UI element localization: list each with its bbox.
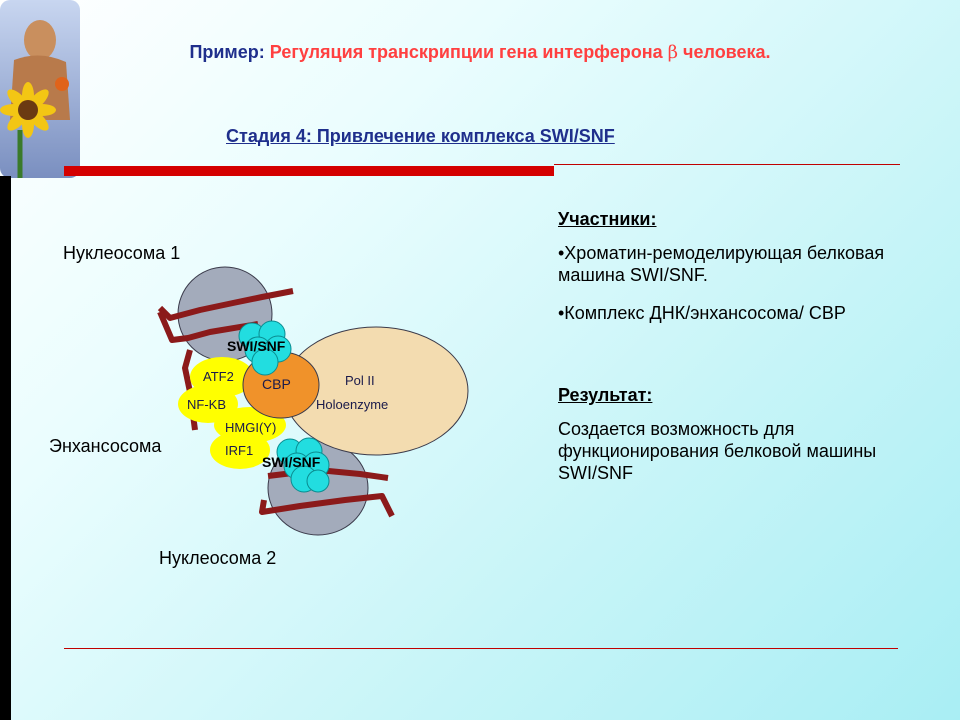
- title-divider-thin: [554, 164, 900, 165]
- left-vertical-bar: [0, 176, 11, 720]
- enhanceosome-irf1: [210, 431, 270, 469]
- swi-snf-bottom-cluster: [276, 437, 330, 493]
- title-divider-thick: [64, 166, 554, 176]
- stage-title[interactable]: Стадия 4: Привлечение комплекса SWI/SNF: [226, 126, 615, 146]
- result-text: Создается возможность для функционирован…: [558, 419, 877, 483]
- nucleosome-2-label: Нуклеосома 2: [159, 548, 277, 568]
- title-beta-symbol: β: [667, 42, 679, 63]
- swi-snf-top-label: SWI/SNF: [227, 338, 286, 354]
- title-prefix: Пример:: [189, 42, 265, 62]
- dna-strand-upper-loop: [157, 310, 259, 343]
- dna-strand-bottom-2: [259, 493, 395, 518]
- atf2-label: ATF2: [203, 369, 234, 384]
- irf1-label: IRF1: [225, 443, 254, 458]
- result-heading: Результат:: [558, 385, 653, 405]
- participant-item-1: •Хроматин-ремоделирующая белковая машина…: [558, 243, 885, 285]
- swi-snf-top-cluster: [238, 320, 292, 376]
- title-suffix: человека.: [683, 42, 771, 62]
- nucleosome-1-label: Нуклеосома 1: [63, 243, 181, 263]
- bottom-divider: [64, 648, 898, 649]
- nfkb-label: NF-KB: [187, 397, 226, 412]
- pol-ii-label-line1: Pol II: [345, 373, 375, 388]
- dna-strand-top: [157, 288, 294, 321]
- title-main: Регуляция транскрипции гена интерферона: [269, 42, 663, 62]
- participants-heading: Участники:: [558, 209, 657, 229]
- slide-title: Пример: Регуляция транскрипции гена инте…: [0, 42, 960, 63]
- info-panel: Участники: •Хроматин-ремоделирующая белк…: [558, 208, 948, 484]
- enhanceosome-label: Энхансосома: [49, 436, 162, 456]
- pol-ii-label-line2: Holoenzyme: [316, 397, 389, 412]
- hmgi-label: HMGI(Y): [225, 420, 277, 435]
- sunflower-person-logo: [0, 0, 80, 178]
- cbp-label: CBP: [262, 376, 291, 392]
- swi-snf-bottom-label: SWI/SNF: [262, 454, 321, 470]
- participant-item-2: •Комплекс ДНК/энхансосома/ CBP: [558, 303, 846, 323]
